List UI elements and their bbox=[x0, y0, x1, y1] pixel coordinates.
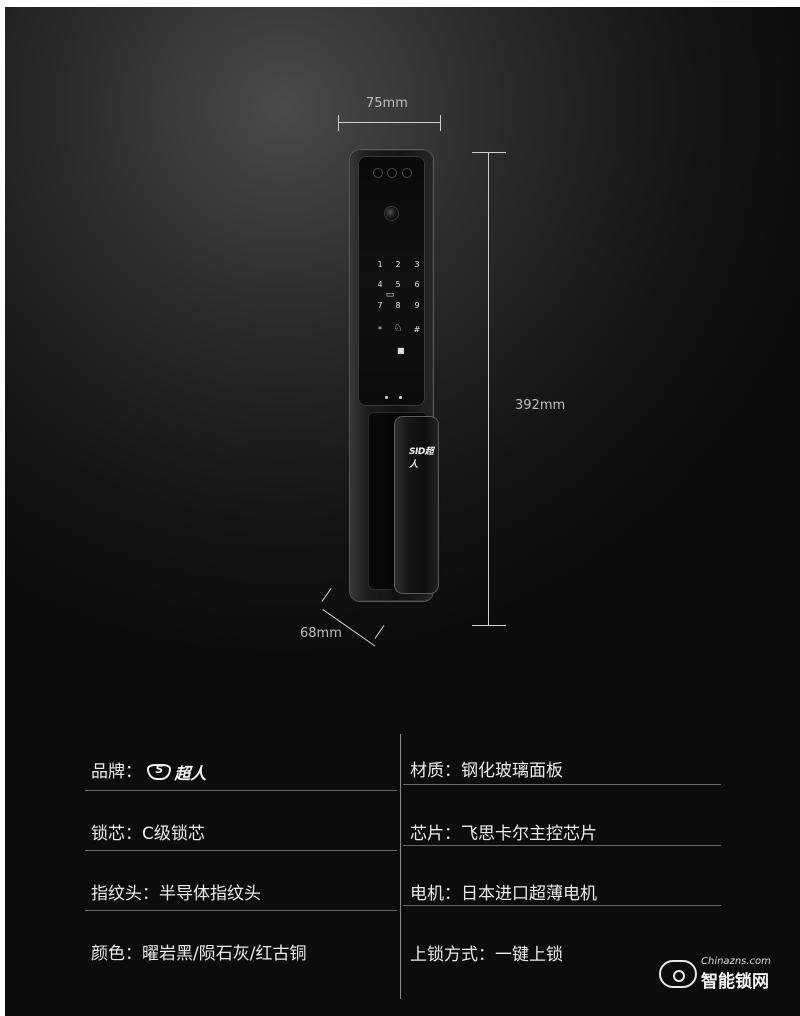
height-dimension-line bbox=[488, 152, 489, 625]
smart-lock-body: 1 2 3 4 5 6 ▭ 7 8 9 * ♘ # ■ SID超人 bbox=[350, 150, 438, 601]
keypad-key[interactable]: 4 bbox=[377, 280, 383, 289]
keypad-key[interactable]: 3 bbox=[414, 260, 420, 269]
keypad-key[interactable]: 6 bbox=[414, 280, 420, 289]
card-reader-icon: ▭ bbox=[385, 290, 395, 300]
keypad-key[interactable]: # bbox=[413, 325, 421, 334]
spec-row-divider bbox=[85, 850, 397, 851]
spec-row-divider bbox=[85, 790, 397, 791]
superman-shield-icon bbox=[147, 763, 172, 780]
spec-row-divider bbox=[403, 845, 721, 846]
spec-row-divider bbox=[403, 905, 721, 906]
keypad-key[interactable]: 9 bbox=[414, 301, 420, 310]
keypad-key[interactable]: 5 bbox=[395, 280, 401, 289]
keypad-key[interactable]: 1 bbox=[377, 260, 383, 269]
product-stage: 75mm 392mm 68mm 1 2 3 4 5 6 ▭ 7 8 9 * ♘ … bbox=[5, 7, 800, 1016]
width-dimension-tick-right bbox=[440, 115, 441, 131]
keypad-key[interactable]: 2 bbox=[395, 260, 401, 269]
spec-brand: 品牌： 超人 bbox=[91, 757, 206, 784]
indicator-dot-right bbox=[399, 396, 402, 399]
spec-motor: 电机：日本进口超薄电机 bbox=[410, 884, 597, 904]
cloud-icon bbox=[659, 960, 697, 988]
keypad-key[interactable]: 7 bbox=[377, 301, 383, 310]
spec-fingerprint: 指纹头：半导体指纹头 bbox=[91, 884, 261, 904]
indicator-dot-left bbox=[385, 396, 388, 399]
brand-logo-text: 超人 bbox=[174, 764, 207, 783]
keypad-key[interactable]: 8 bbox=[395, 301, 401, 310]
spec-material: 材质：钢化玻璃面板 bbox=[410, 761, 563, 781]
depth-dimension-label: 68mm bbox=[300, 626, 342, 641]
lock-icon: ■ bbox=[397, 346, 405, 355]
spec-row-divider bbox=[85, 910, 397, 911]
height-dimension-tick-bottom bbox=[472, 625, 506, 626]
brand-logo: 超人 bbox=[147, 760, 206, 784]
width-dimension-tick-left bbox=[338, 115, 339, 131]
watermark-site: Chinazns.com bbox=[701, 956, 771, 967]
pull-handle[interactable]: SID超人 bbox=[395, 417, 438, 593]
height-dimension-tick-top bbox=[472, 152, 506, 153]
width-dimension-label: 75mm bbox=[366, 96, 408, 111]
spec-column-divider bbox=[400, 734, 401, 999]
spec-row-divider bbox=[403, 784, 721, 785]
depth-dimension-tick-a bbox=[321, 588, 332, 602]
site-watermark: Chinazns.com 智能锁网 bbox=[659, 956, 771, 992]
sensor-right bbox=[403, 169, 411, 177]
depth-dimension-tick-b bbox=[374, 625, 385, 639]
sensor-middle bbox=[388, 169, 396, 177]
camera-lens bbox=[385, 207, 398, 220]
spec-brand-label: 品牌： bbox=[91, 762, 142, 782]
spec-lock-method: 上锁方式：一键上锁 bbox=[410, 945, 563, 965]
sensor-left bbox=[374, 169, 382, 177]
watermark-name: 智能锁网 bbox=[701, 972, 769, 992]
doorbell-icon[interactable]: ♘ bbox=[393, 323, 403, 334]
spec-chip: 芯片：飞思卡尔主控芯片 bbox=[410, 824, 597, 844]
handle-logo: SID超人 bbox=[409, 447, 434, 470]
width-dimension-line bbox=[338, 122, 441, 123]
glass-panel: 1 2 3 4 5 6 ▭ 7 8 9 * ♘ # ■ bbox=[358, 156, 425, 406]
height-dimension-label: 392mm bbox=[515, 398, 566, 413]
spec-lock-core: 锁芯：C级锁芯 bbox=[91, 824, 205, 844]
spec-color: 颜色：曜岩黑/陨石灰/红古铜 bbox=[91, 944, 307, 964]
keypad-key[interactable]: * bbox=[378, 325, 382, 334]
